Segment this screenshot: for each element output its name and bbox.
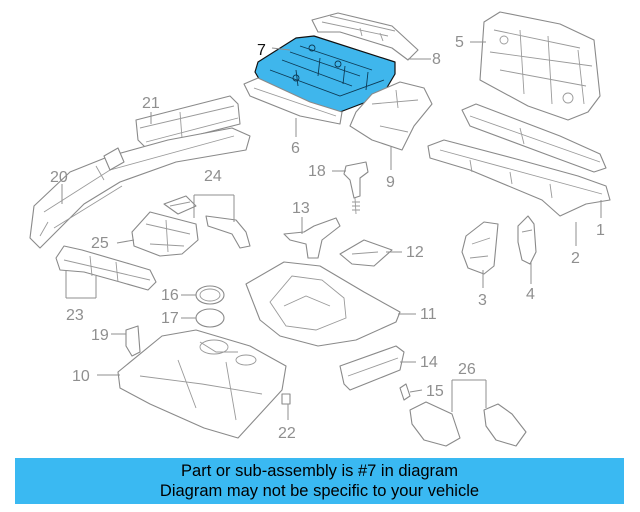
callout-8[interactable]: 8 [432, 51, 441, 68]
part-18-jack-bolt[interactable] [343, 161, 369, 215]
part-4-bracket[interactable] [517, 215, 537, 265]
callout-11[interactable]: 11 [420, 306, 437, 323]
part-20-side-member[interactable] [29, 127, 251, 249]
part-17-grommet[interactable] [195, 308, 225, 328]
part-12-plate[interactable] [339, 239, 393, 267]
part-3-bracket[interactable] [461, 221, 499, 275]
part-19-bracket[interactable] [125, 325, 141, 357]
leader-lines [61, 41, 602, 420]
part-1-right-rail[interactable] [427, 139, 611, 217]
callout-2[interactable]: 2 [571, 250, 580, 267]
banner-line-2: Diagram may not be specific to your vehi… [159, 482, 480, 500]
part-13-y-bracket[interactable] [283, 217, 341, 259]
callout-10[interactable]: 10 [72, 368, 90, 385]
callout-20[interactable]: 20 [50, 169, 68, 186]
callout-17[interactable]: 17 [161, 310, 179, 327]
part-26-side-pieces[interactable] [409, 401, 527, 447]
part-23-crossmember[interactable] [55, 245, 157, 291]
part-11-spare-wheel-well[interactable] [245, 261, 401, 347]
callout-1[interactable]: 1 [596, 222, 605, 239]
callout-3[interactable]: 3 [478, 292, 487, 309]
callout-16[interactable]: 16 [161, 287, 179, 304]
callout-21[interactable]: 21 [142, 95, 160, 112]
part-24-brackets[interactable] [163, 195, 251, 249]
callout-4[interactable]: 4 [526, 286, 535, 303]
part-6-shelf-panel[interactable] [243, 77, 343, 125]
part-25-bracket[interactable] [131, 211, 199, 257]
callout-24[interactable]: 24 [204, 168, 222, 185]
part-14-crossmember[interactable] [339, 345, 405, 391]
part-upper-right-rail[interactable] [461, 103, 607, 173]
part-22-clip[interactable] [281, 393, 291, 405]
callout-5[interactable]: 5 [455, 34, 464, 51]
part-10-rear-floor[interactable] [117, 329, 287, 439]
callout-22[interactable]: 22 [278, 425, 296, 442]
callout-26[interactable]: 26 [458, 361, 476, 378]
part-8-rear-shelf-rail[interactable] [311, 12, 419, 61]
callout-14[interactable]: 14 [420, 354, 438, 371]
parts-diagram: 7 8 5 21 6 18 9 20 24 1 13 25 12 2 3 4 1… [29, 11, 611, 447]
part-21-rail[interactable] [135, 95, 241, 149]
banner-line-1: Part or sub-assembly is #7 in diagram [181, 462, 458, 480]
callout-12[interactable]: 12 [406, 244, 424, 261]
callout-19[interactable]: 19 [91, 327, 109, 344]
callout-13[interactable]: 13 [292, 200, 310, 217]
info-banner: Part or sub-assembly is #7 in diagram Di… [15, 458, 624, 504]
callout-25[interactable]: 25 [91, 235, 109, 252]
part-15-clip[interactable] [399, 383, 411, 401]
callout-23[interactable]: 23 [66, 307, 84, 324]
callout-labels: 7 8 5 21 6 18 9 20 24 1 13 25 12 2 3 4 1… [50, 34, 605, 442]
part-5-rear-panel[interactable] [479, 11, 601, 121]
callout-6[interactable]: 6 [291, 140, 300, 157]
callout-18[interactable]: 18 [308, 163, 326, 180]
part-9-bracket[interactable] [349, 81, 433, 151]
callout-7[interactable]: 7 [257, 42, 266, 59]
callout-15[interactable]: 15 [426, 383, 444, 400]
callout-9[interactable]: 9 [386, 174, 395, 191]
